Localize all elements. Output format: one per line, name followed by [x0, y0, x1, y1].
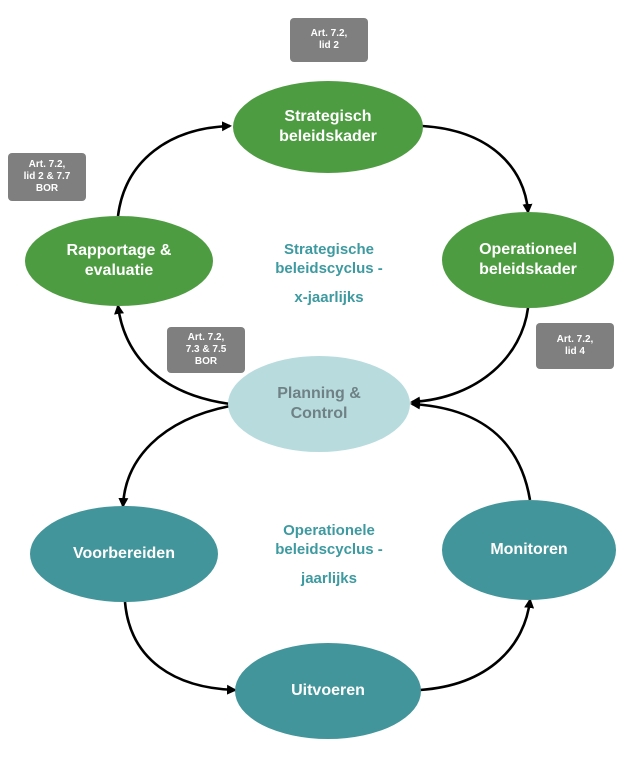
node-uitvoeren: Uitvoeren [235, 643, 421, 739]
arrow-uitvoeren-to-monitoren [419, 598, 535, 692]
strategic-cycle-frequency: x-jaarlijks [294, 289, 364, 306]
arrow-strategisch-to-operationeel [421, 124, 533, 214]
operational-cycle-line2: beleidscyclus - [275, 541, 383, 558]
arrow-planning-to-voorbereiden [118, 404, 231, 508]
operational-cycle-line1: Operationele [283, 522, 375, 539]
node-voorbereiden: Voorbereiden [30, 506, 218, 602]
node-rapportage-evaluatie: Rapportage & evaluatie [25, 216, 213, 306]
node-monitoren: Monitoren [442, 500, 616, 600]
badge-art-7-2-lid-2-7-7-bor: Art. 7.2, lid 2 & 7.7 BOR [8, 153, 86, 201]
arrow-operationeel-to-planning [410, 307, 530, 407]
node-operationeel-beleidskader: Operationeel beleidskader [442, 212, 614, 308]
badge-art-7-2-lid-4: Art. 7.2, lid 4 [536, 323, 614, 369]
arrow-monitoren-to-planning [410, 399, 532, 501]
badge-art-7-2-7-3-7-5-bor: Art. 7.2, 7.3 & 7.5 BOR [167, 327, 245, 373]
operational-cycle-frequency: jaarlijks [301, 570, 357, 587]
label-strategic-cycle: Strategische beleidscyclus - x-jaarlijks [240, 240, 418, 307]
node-planning-control: Planning & Control [228, 356, 410, 452]
badge-art-7-2-lid-2: Art. 7.2, lid 2 [290, 18, 368, 62]
label-operational-cycle: Operationele beleidscyclus - jaarlijks [240, 521, 418, 588]
arrow-voorbereiden-to-uitvoeren [123, 601, 237, 695]
node-strategisch-beleidskader: Strategisch beleidskader [233, 81, 423, 173]
strategic-cycle-line2: beleidscyclus - [275, 260, 383, 277]
arrow-rapportage-to-strategisch [116, 121, 232, 217]
strategic-cycle-line1: Strategische [283, 241, 375, 258]
arrow-planning-to-rapportage [114, 304, 231, 406]
